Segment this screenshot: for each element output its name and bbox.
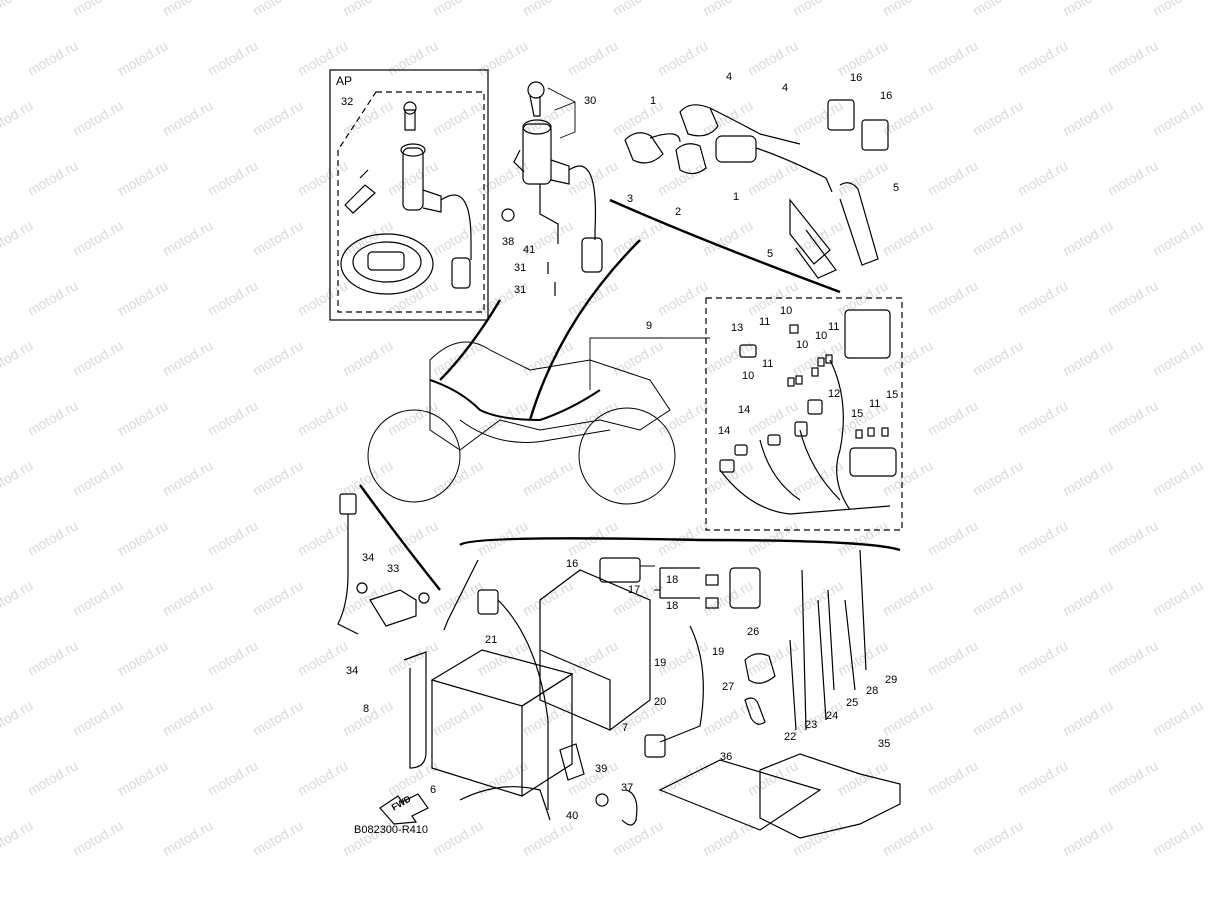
part-label-30: 30 bbox=[584, 95, 597, 107]
part-label-25: 25 bbox=[846, 697, 859, 709]
part-label-32: 32 bbox=[341, 96, 354, 108]
spark-plug-caps bbox=[789, 182, 879, 279]
starter-relay-33 bbox=[337, 493, 430, 635]
battery-band-8 bbox=[403, 651, 427, 769]
part-label-9: 9 bbox=[646, 320, 653, 332]
part-label-11b: 11 bbox=[828, 321, 840, 333]
part-label-3: 3 bbox=[627, 193, 634, 205]
battery-6 bbox=[430, 649, 574, 797]
part-label-38: 38 bbox=[502, 236, 515, 248]
plates-35-36 bbox=[658, 753, 901, 839]
part-label-24: 24 bbox=[826, 710, 839, 722]
ap-seat-lock bbox=[344, 169, 376, 214]
part-label-10a: 10 bbox=[780, 305, 793, 317]
battery-cover-7 bbox=[539, 569, 651, 731]
part-label-28: 28 bbox=[866, 685, 879, 697]
part-label-10c: 10 bbox=[796, 339, 809, 351]
part-label-16a: 16 bbox=[850, 72, 863, 84]
part-label-10b: 10 bbox=[815, 330, 828, 342]
leader-16-17-18 bbox=[640, 565, 661, 598]
part-label-34b: 34 bbox=[346, 665, 359, 677]
part-label-23: 23 bbox=[805, 719, 818, 731]
part-label-4a: 4 bbox=[726, 71, 733, 83]
leader-lines-30 bbox=[547, 87, 576, 139]
part-label-15a: 15 bbox=[851, 408, 864, 420]
part-label-13: 13 bbox=[731, 322, 744, 334]
wire-harness-path bbox=[429, 379, 601, 422]
part-label-18a: 18 bbox=[666, 574, 679, 586]
part-label-16b: 16 bbox=[880, 90, 893, 102]
ap-ignition-switch bbox=[400, 101, 472, 289]
part-label-39: 39 bbox=[595, 763, 608, 775]
part-label-37: 37 bbox=[621, 782, 634, 794]
part-label-11a: 11 bbox=[759, 316, 771, 328]
small-parts-37-39-40 bbox=[559, 743, 638, 826]
part-label-7: 7 bbox=[622, 722, 629, 734]
part-label-36: 36 bbox=[720, 751, 733, 763]
part-label-34a: 34 bbox=[362, 552, 375, 564]
ap-box-dashed-inner bbox=[337, 91, 485, 313]
part-label-33: 33 bbox=[387, 563, 400, 575]
part-label-8: 8 bbox=[363, 703, 370, 715]
part-label-29: 29 bbox=[885, 674, 898, 686]
part-label-17: 17 bbox=[628, 584, 641, 596]
part-label-14b: 14 bbox=[718, 425, 731, 437]
cable-ties bbox=[789, 549, 867, 731]
part-label-14a: 14 bbox=[738, 404, 751, 416]
leader-9 bbox=[589, 337, 710, 390]
relays-16-top bbox=[827, 99, 889, 151]
part-label-31a: 31 bbox=[514, 262, 527, 274]
part-label-4b: 4 bbox=[782, 82, 789, 94]
document-code: B082300-R410 bbox=[354, 824, 429, 836]
part-label-5a: 5 bbox=[893, 182, 900, 194]
fwd-arrow bbox=[379, 793, 429, 825]
fusebox-dashed-frame bbox=[705, 297, 903, 531]
harness-leader-curve-right bbox=[528, 239, 641, 421]
battery-cables bbox=[443, 559, 704, 821]
part-label-31b: 31 bbox=[514, 284, 527, 296]
top-right-bracket-curve bbox=[609, 198, 841, 294]
part-label-2: 2 bbox=[675, 206, 682, 218]
part-label-15b: 15 bbox=[886, 389, 899, 401]
fusebox-harness bbox=[719, 309, 897, 515]
part-label-26: 26 bbox=[747, 626, 760, 638]
ap-fuel-cap bbox=[340, 233, 434, 295]
part-label-1a: 1 bbox=[650, 95, 657, 107]
part-label-11d: 11 bbox=[869, 398, 881, 410]
part-label-16c: 16 bbox=[566, 558, 579, 570]
part-label-1b: 1 bbox=[733, 191, 740, 203]
motorcycle-outline bbox=[367, 341, 676, 505]
part-label-11c: 11 bbox=[762, 358, 774, 370]
part-label-18b: 18 bbox=[666, 600, 679, 612]
part-label-20: 20 bbox=[654, 696, 667, 708]
part-label-41: 41 bbox=[523, 244, 536, 256]
harness-leader-curve-left bbox=[439, 299, 502, 381]
part-label-12: 12 bbox=[828, 388, 841, 400]
main-ignition-switch bbox=[501, 81, 603, 296]
ignition-coils bbox=[624, 104, 833, 193]
left-bracket-curve bbox=[359, 484, 441, 591]
clamps-26-27 bbox=[744, 653, 776, 725]
bottom-bracket-curve bbox=[459, 537, 901, 552]
part-label-40: 40 bbox=[566, 810, 579, 822]
part-label-35: 35 bbox=[878, 738, 891, 750]
part-label-22: 22 bbox=[784, 731, 797, 743]
part-label-5b: 5 bbox=[767, 248, 774, 260]
part-label-6: 6 bbox=[430, 784, 437, 796]
part-label-27: 27 bbox=[722, 681, 735, 693]
part-label-10d: 10 bbox=[742, 370, 755, 382]
ap-box-label: AP bbox=[336, 74, 353, 88]
ap-box-frame bbox=[329, 69, 489, 321]
part-label-19a: 19 bbox=[654, 657, 667, 669]
relays-16-18-17 bbox=[599, 557, 761, 609]
part-label-19b: 19 bbox=[712, 646, 725, 658]
part-label-21: 21 bbox=[485, 634, 498, 646]
